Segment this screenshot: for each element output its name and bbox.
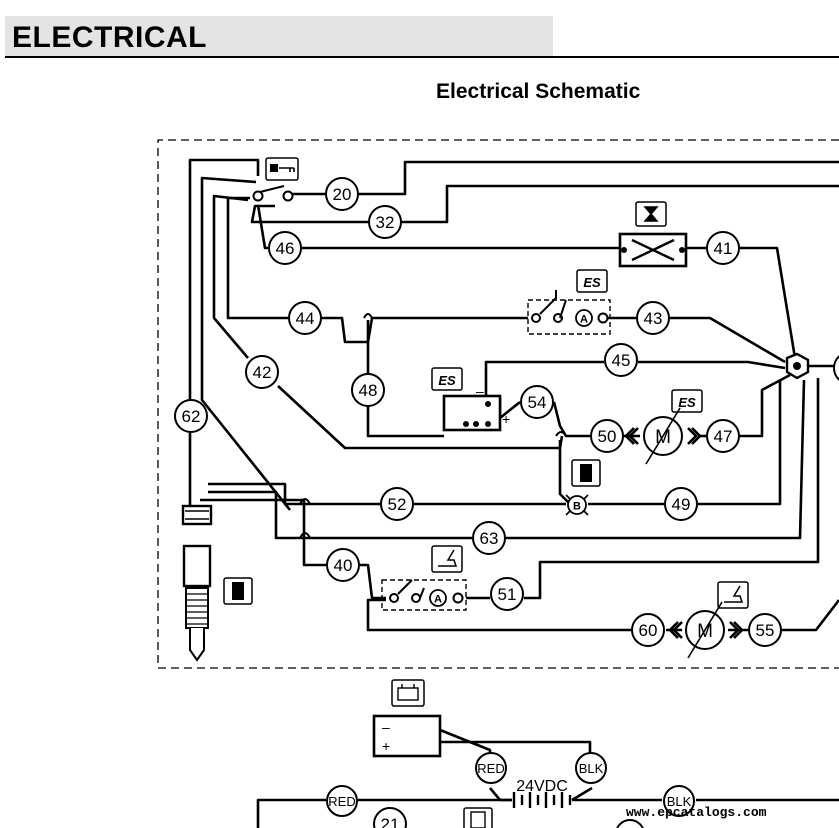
svg-text:ES: ES xyxy=(678,395,696,410)
watermark: www.epcatalogs.com xyxy=(626,805,767,820)
wire-label: 54 xyxy=(520,385,554,419)
svg-text:62: 62 xyxy=(182,407,201,426)
svg-text:20: 20 xyxy=(333,185,352,204)
probe-sensor xyxy=(181,504,253,662)
wire-label: 51 xyxy=(490,577,524,611)
wire-labels: 20 32 46 41 44 43 42 45 48 54 62 50 47 5… xyxy=(174,177,782,828)
page-title: Electrical Schematic xyxy=(436,80,641,103)
svg-text:60: 60 xyxy=(639,621,658,640)
svg-text:63: 63 xyxy=(480,529,499,548)
battery-minus: – xyxy=(382,719,390,735)
wire-label: 47 xyxy=(706,419,740,453)
svg-text:42: 42 xyxy=(253,363,272,382)
svg-text:ES: ES xyxy=(438,373,456,388)
svg-text:55: 55 xyxy=(756,621,775,640)
wire-label: 63 xyxy=(472,521,506,555)
motor-pump: ES M xyxy=(624,389,706,465)
terminal-red-top: RED xyxy=(477,761,504,776)
wire-label: 62 xyxy=(174,399,208,433)
wiring xyxy=(188,158,839,828)
key-switch xyxy=(252,157,299,202)
wire-label: 52 xyxy=(380,487,414,521)
svg-text:ES: ES xyxy=(583,275,601,290)
svg-text:46: 46 xyxy=(276,239,295,258)
wire-label: 43 xyxy=(636,301,670,335)
svg-text:51: 51 xyxy=(498,585,517,604)
wire-label: 40 xyxy=(326,548,360,582)
brush-switch: A xyxy=(381,545,467,611)
svg-text:54: 54 xyxy=(528,393,547,412)
wire-label: 20 xyxy=(325,177,359,211)
es-module: ES – + xyxy=(431,367,510,432)
schematic-boundary xyxy=(157,139,839,669)
svg-text:43: 43 xyxy=(644,309,663,328)
wire-label: 32 xyxy=(368,205,402,239)
wire-label: 49 xyxy=(664,487,698,521)
section-title: ELECTRICAL xyxy=(12,21,207,54)
wire-label: 42 xyxy=(245,355,279,389)
fuse-21 xyxy=(463,807,493,828)
battery-terminals: RED BLK RED BLK xyxy=(326,752,695,817)
node-b: B xyxy=(565,459,601,516)
wire-label: 41 xyxy=(706,231,740,265)
hub-edge-terminal xyxy=(833,355,839,381)
relay-terminal-label: A xyxy=(580,314,588,326)
wire-label: 48 xyxy=(351,373,385,407)
wire-label: 50 xyxy=(590,419,624,453)
svg-text:45: 45 xyxy=(612,351,631,370)
svg-text:49: 49 xyxy=(672,495,691,514)
wire-label: 55 xyxy=(748,613,782,647)
section-header-band xyxy=(5,16,553,56)
wire-label: 46 xyxy=(268,231,302,265)
svg-text:47: 47 xyxy=(714,427,733,446)
relay-43: ES A xyxy=(527,269,611,335)
terminal-blk-top: BLK xyxy=(579,761,604,776)
module-plus: + xyxy=(502,411,510,427)
battery-voltage: 24VDC xyxy=(516,778,568,795)
terminal-red-bottom: RED xyxy=(328,794,355,809)
svg-text:44: 44 xyxy=(296,309,315,328)
battery: – + 24VDC xyxy=(372,679,572,808)
harness-hub xyxy=(785,352,839,380)
brush-relay-terminal-label: A xyxy=(434,594,442,606)
hour-meter xyxy=(618,201,688,268)
bottom-edge-terminal xyxy=(616,819,644,828)
motor-brush: M xyxy=(668,581,749,659)
wire-label: 45 xyxy=(604,343,638,377)
svg-text:32: 32 xyxy=(376,213,395,232)
svg-text:21: 21 xyxy=(381,815,400,828)
section-rule xyxy=(5,56,839,58)
svg-text:50: 50 xyxy=(598,427,617,446)
node-terminal-label: B xyxy=(573,501,581,513)
svg-text:52: 52 xyxy=(388,495,407,514)
svg-text:48: 48 xyxy=(359,381,378,400)
wire-label: 21 xyxy=(373,807,407,828)
svg-text:40: 40 xyxy=(334,556,353,575)
terminal-blk-bottom: BLK xyxy=(667,794,692,809)
module-minus: – xyxy=(476,383,484,399)
wire-label: 60 xyxy=(631,613,665,647)
svg-text:41: 41 xyxy=(714,239,733,258)
wire-label: 44 xyxy=(288,301,322,335)
battery-plus: + xyxy=(382,738,390,754)
